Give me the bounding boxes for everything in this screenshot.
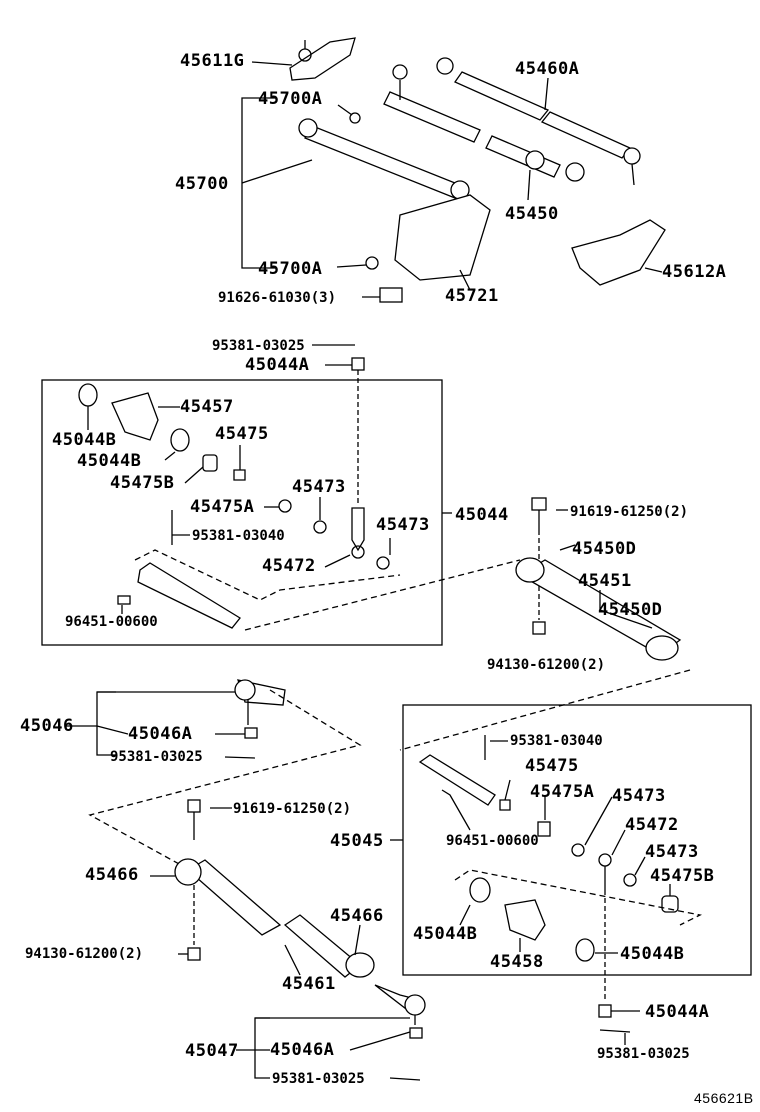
- part-label: 95381-03025: [110, 749, 203, 765]
- part-label: 45044A: [245, 355, 310, 375]
- part-label: 45045: [330, 831, 384, 851]
- bracket-45721: [394, 194, 491, 281]
- diagram-id: 456621B: [694, 1090, 754, 1106]
- part-label: 45475B: [110, 473, 175, 493]
- part-label: 45472: [625, 815, 679, 835]
- part-label: 45466: [85, 865, 139, 885]
- part-label: 95381-03025: [597, 1046, 690, 1062]
- part-label: 45475: [215, 424, 269, 444]
- ball-stud-45472: [351, 507, 365, 552]
- part-label: 45450D: [598, 600, 663, 620]
- part-label: 45475B: [650, 866, 715, 886]
- knuckle-arm-45612A: [571, 219, 666, 286]
- part-label: 45475A: [530, 782, 595, 802]
- tie-rod-end-45044: [137, 562, 241, 629]
- part-label: 45612A: [662, 262, 727, 282]
- part-label: 45475A: [190, 497, 255, 517]
- center-rod-45450: [383, 64, 585, 201]
- part-label: 45044: [455, 505, 509, 525]
- bolt-91626-61030: [379, 287, 403, 303]
- part-label: 95381-03040: [192, 528, 285, 544]
- part-label: 94130-61200(2): [487, 657, 606, 673]
- tie-rod-end-45045: [418, 754, 496, 806]
- socket-45457: [111, 392, 159, 441]
- part-label: 96451-00600: [65, 614, 158, 630]
- part-label: 45044B: [77, 451, 142, 471]
- part-label: 45700: [175, 174, 229, 194]
- part-label: 45461: [282, 974, 336, 994]
- part-label: 45458: [490, 952, 544, 972]
- part-label: 45451: [578, 571, 632, 591]
- part-label: 91626-61030(3): [218, 290, 337, 306]
- part-label: 45044B: [620, 944, 685, 964]
- part-label: 45473: [292, 477, 346, 497]
- part-label: 45450: [505, 204, 559, 224]
- part-label: 45700A: [258, 259, 323, 279]
- part-label: 45047: [185, 1041, 239, 1061]
- part-label: 95381-03040: [510, 733, 603, 749]
- part-label: 94130-61200(2): [25, 946, 144, 962]
- part-label: 95381-03025: [272, 1071, 365, 1087]
- part-label: 45460A: [515, 59, 580, 79]
- tie-rod-45460A: [436, 57, 641, 186]
- pitman-arm-45611G: [289, 37, 356, 81]
- part-label: 45044A: [645, 1002, 710, 1022]
- part-label: 96451-00600: [446, 833, 539, 849]
- part-label: 45700A: [258, 89, 323, 109]
- part-label: 45475: [525, 756, 579, 776]
- socket-45458: [504, 899, 546, 941]
- part-label: 45450D: [572, 539, 637, 559]
- part-label: 45457: [180, 397, 234, 417]
- part-label: 45611G: [180, 51, 245, 71]
- part-label: 45473: [645, 842, 699, 862]
- part-label: 45046A: [270, 1040, 335, 1060]
- part-label: 91619-61250(2): [570, 504, 689, 520]
- part-label: 45466: [330, 906, 384, 926]
- part-label: 45473: [376, 515, 430, 535]
- part-label: 45046: [20, 716, 74, 736]
- part-label: 45044B: [52, 430, 117, 450]
- rod-45700: [298, 112, 470, 270]
- part-label: 45473: [612, 786, 666, 806]
- tube-45461: [186, 859, 282, 936]
- part-label: 45046A: [128, 724, 193, 744]
- part-label: 95381-03025: [212, 338, 305, 354]
- boot-45044B: [78, 383, 98, 407]
- part-label: 45044B: [413, 924, 478, 944]
- part-label: 45721: [445, 286, 499, 306]
- part-label: 91619-61250(2): [233, 801, 352, 817]
- part-label: 45472: [262, 556, 316, 576]
